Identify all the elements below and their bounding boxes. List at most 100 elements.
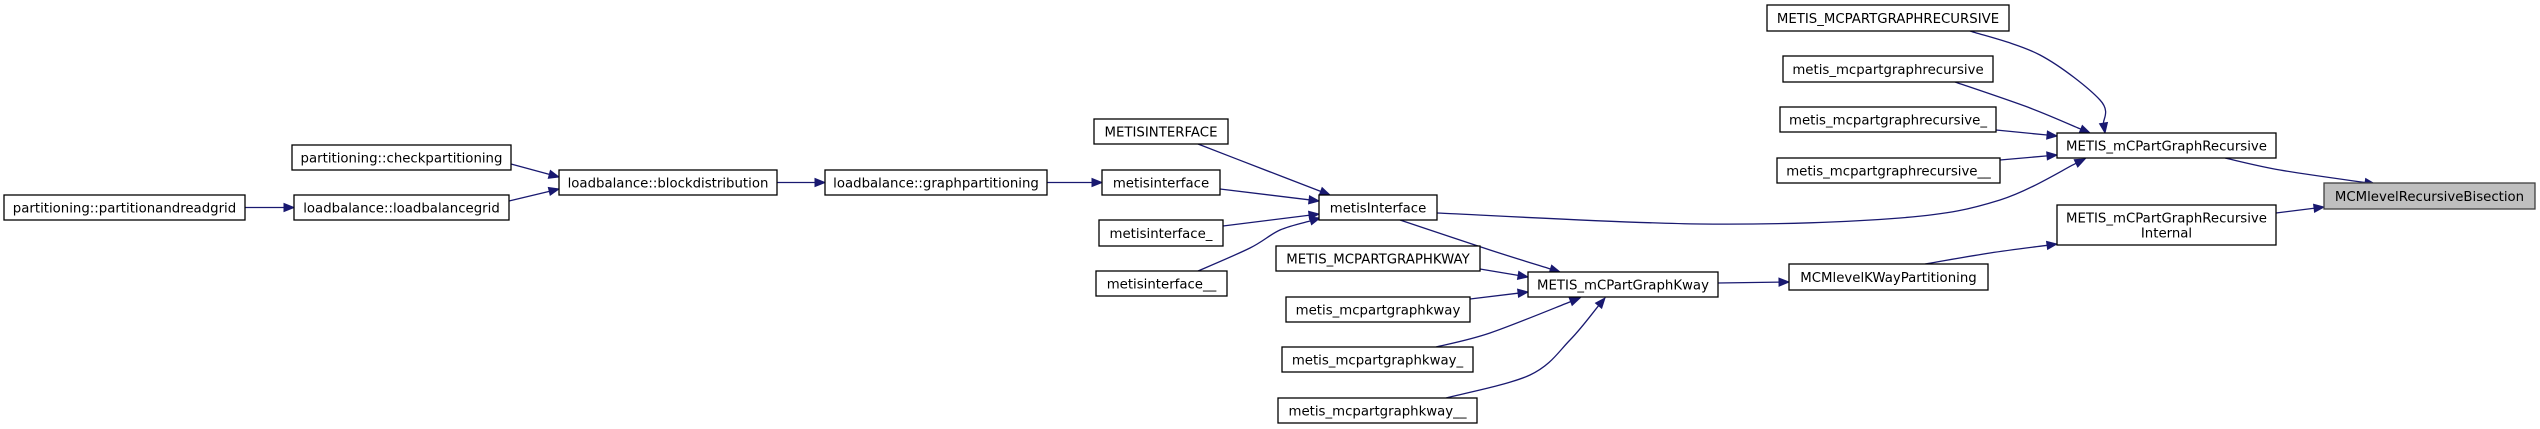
node-box[interactable] <box>1776 157 2001 184</box>
edge-line <box>1222 214 1310 227</box>
node-METISINTERFACE[interactable]: METISINTERFACE <box>1093 118 1229 145</box>
node-box[interactable] <box>1779 106 1997 133</box>
node-METIS_mCPartGraphKway[interactable]: METIS_mCPartGraphKway <box>1527 271 1719 298</box>
node-METIS_MCPARTGRAPHRECURSIVE[interactable]: METIS_MCPARTGRAPHRECURSIVE <box>1766 4 2010 32</box>
node-label: Internal <box>2141 227 2192 242</box>
node-metisinterface_[interactable]: metisinterface_ <box>1098 219 1224 247</box>
node-metis_mcpartgraphkway_[interactable]: metis_mcpartgraphkway_ <box>1281 346 1474 373</box>
node-label: METISINTERFACE <box>1105 126 1218 141</box>
node-metisinterface__[interactable]: metisinterface__ <box>1095 270 1228 297</box>
arrowhead-icon <box>814 177 827 188</box>
edge-metis_mcpartgraphkway_-to-METIS_mCPartGraphKway <box>1435 297 1582 348</box>
node-label: metis_mcpartgraphrecursive <box>1792 63 1983 78</box>
node-box[interactable] <box>293 194 510 221</box>
node-label: loadbalance::blockdistribution <box>568 177 769 192</box>
arrowhead-icon <box>1778 277 1791 287</box>
node-label: partitioning::partitionandreadgrid <box>13 202 236 217</box>
node-box[interactable] <box>1098 219 1224 247</box>
node-box[interactable] <box>3 194 246 221</box>
node-box[interactable] <box>1285 296 1471 323</box>
node-box[interactable] <box>1782 55 1994 83</box>
edge-METIS_MCPARTGRAPHKWAY-to-METIS_mCPartGraphKway <box>1479 268 1530 280</box>
node-box[interactable] <box>291 144 512 171</box>
arrowhead-icon <box>547 186 561 197</box>
edge-metis_mcpartgraphrecursive__-to-METIS_mCPartGraphRecursive <box>1999 151 2059 161</box>
edge-checkpartitioning-to-blockdistribution <box>510 163 561 179</box>
node-label: metis_mcpartgraphkway__ <box>1289 405 1467 420</box>
edge-line <box>1435 301 1571 348</box>
arrowhead-icon <box>1516 270 1530 280</box>
edge-loadbalancegrid-to-blockdistribution <box>508 186 561 202</box>
node-box[interactable] <box>1281 346 1474 373</box>
arrowhead-icon <box>1517 288 1530 298</box>
node-box[interactable] <box>1277 397 1478 424</box>
node-label: metisinterface_ <box>1110 227 1213 242</box>
node-label: loadbalance::graphpartitioning <box>833 177 1039 192</box>
arrowhead-icon <box>1594 296 1606 310</box>
edge-line <box>1197 143 1321 193</box>
edge-metisInterface-to-METIS_mCPartGraphKway <box>1399 219 1562 274</box>
edge-line <box>1717 281 1780 284</box>
edge-line <box>510 163 550 176</box>
edges-layer <box>245 30 2377 399</box>
node-graphpartitioning[interactable]: loadbalance::graphpartitioning <box>824 169 1048 196</box>
edge-METIS_MCPARTGRAPHRECURSIVE-to-METIS_mCPartGraphRecursive <box>1969 30 2109 135</box>
edge-metisInterface-to-METIS_mCPartGraphRecursive <box>1436 158 2087 225</box>
node-METIS_mCPartGraphRecursive[interactable]: METIS_mCPartGraphRecursive <box>2056 132 2277 159</box>
node-METIS_MCPARTGRAPHKWAY[interactable]: METIS_MCPARTGRAPHKWAY <box>1275 245 1481 272</box>
edge-metis_mcpartgraphkway-to-METIS_mCPartGraphKway <box>1469 288 1530 300</box>
node-partitionandreadgrid[interactable]: partitioning::partitionandreadgrid <box>3 194 246 221</box>
node-box[interactable] <box>824 169 1048 196</box>
node-blockdistribution[interactable]: loadbalance::blockdistribution <box>558 169 778 196</box>
node-label: metisinterface__ <box>1107 278 1217 293</box>
node-box[interactable] <box>2056 204 2277 246</box>
node-MCMlevelKWayPartitioning[interactable]: MCMlevelKWayPartitioning <box>1788 263 1989 291</box>
edge-line <box>1399 219 1551 270</box>
edge-line <box>1924 244 2048 265</box>
edge-line <box>1969 30 2107 124</box>
node-metis_mcpartgraphkway[interactable]: metis_mcpartgraphkway <box>1285 296 1471 323</box>
node-box[interactable] <box>1275 245 1481 272</box>
arrowhead-icon <box>2046 130 2059 140</box>
node-metisinterface[interactable]: metisinterface <box>1101 169 1221 196</box>
node-metis_mcpartgraphrecursive__[interactable]: metis_mcpartgraphrecursive__ <box>1776 157 2001 184</box>
node-box[interactable] <box>1318 194 1438 221</box>
edge-line <box>1479 268 1519 276</box>
edge-partitionandreadgrid-to-loadbalancegrid <box>245 202 296 213</box>
edge-line <box>2224 157 2366 184</box>
node-box[interactable] <box>2056 132 2277 159</box>
edge-line <box>1445 305 1600 399</box>
node-label: METIS_mCPartGraphRecursive <box>2066 212 2267 227</box>
node-label: METIS_mCPartGraphKway <box>1537 279 1709 294</box>
node-box[interactable] <box>558 169 778 196</box>
arrowhead-icon <box>2045 240 2059 251</box>
node-label: METIS_mCPartGraphRecursive <box>2066 140 2267 155</box>
node-box[interactable] <box>1766 4 2010 32</box>
node-loadbalancegrid[interactable]: loadbalance::loadbalancegrid <box>293 194 510 221</box>
node-box[interactable] <box>1788 263 1989 291</box>
edge-METIS_mCPartGraphRecursive-to-MCMlevelRecursiveBisection <box>2224 157 2377 188</box>
node-label: METIS_MCPARTGRAPHRECURSIVE <box>1777 12 1999 27</box>
edge-line <box>1995 129 2048 136</box>
node-box[interactable] <box>1101 169 1221 196</box>
arrowhead-icon <box>547 169 561 179</box>
edge-METIS_mCPartGraphRecursiveInternal-to-MCMlevelRecursiveBisection <box>2275 203 2326 214</box>
node-MCMlevelRecursiveBisection: MCMlevelRecursiveBisection <box>2323 182 2536 210</box>
node-metis_mcpartgraphkway__[interactable]: metis_mcpartgraphkway__ <box>1277 397 1478 424</box>
edge-line <box>1999 155 2048 161</box>
node-label: metis_mcpartgraphkway <box>1296 304 1461 319</box>
edge-line <box>508 190 550 202</box>
node-metisInterface[interactable]: metisInterface <box>1318 194 1438 221</box>
node-checkpartitioning[interactable]: partitioning::checkpartitioning <box>291 144 512 171</box>
node-label: metis_mcpartgraphrecursive__ <box>1786 165 1991 180</box>
arrowhead-icon <box>2046 151 2059 161</box>
node-metis_mcpartgraphrecursive[interactable]: metis_mcpartgraphrecursive <box>1782 55 1994 83</box>
node-label: loadbalance::loadbalancegrid <box>303 202 500 217</box>
arrowhead-icon <box>283 202 296 213</box>
node-box[interactable] <box>1527 271 1719 298</box>
node-box[interactable] <box>1095 270 1228 297</box>
node-metis_mcpartgraphrecursive_[interactable]: metis_mcpartgraphrecursive_ <box>1779 106 1997 133</box>
node-box[interactable] <box>1093 118 1229 145</box>
edge-line <box>1436 162 2077 225</box>
